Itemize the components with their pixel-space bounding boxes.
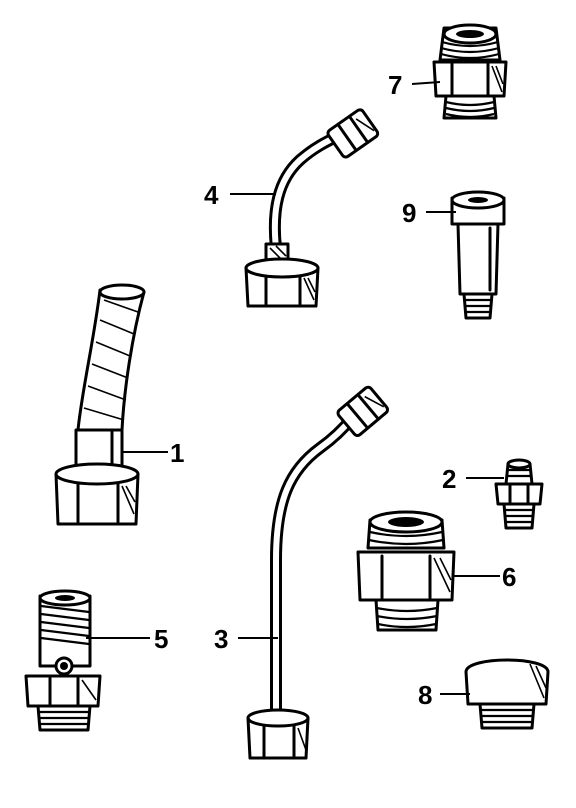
part-4-curved-line bbox=[244, 108, 380, 308]
part-1-hose bbox=[54, 283, 146, 526]
callout-1: 1 bbox=[170, 438, 184, 468]
callout-7: 7 bbox=[388, 70, 402, 100]
part-5-banjo-bolt bbox=[24, 589, 102, 732]
callout-2: 2 bbox=[442, 464, 456, 494]
part-2-nipple bbox=[494, 458, 544, 530]
callout-4: 4 bbox=[204, 180, 219, 210]
callout-5: 5 bbox=[154, 624, 168, 654]
part-6-union bbox=[356, 510, 456, 632]
part-8-plug bbox=[464, 658, 550, 730]
callout-9: 9 bbox=[402, 198, 416, 228]
leader-7 bbox=[411, 81, 441, 85]
part-7-adapter bbox=[432, 23, 508, 120]
callout-3: 3 bbox=[214, 624, 228, 654]
part-3-long-line bbox=[246, 385, 390, 760]
callout-6: 6 bbox=[502, 562, 516, 592]
part-9-pin bbox=[450, 190, 506, 320]
callout-8: 8 bbox=[418, 680, 432, 710]
